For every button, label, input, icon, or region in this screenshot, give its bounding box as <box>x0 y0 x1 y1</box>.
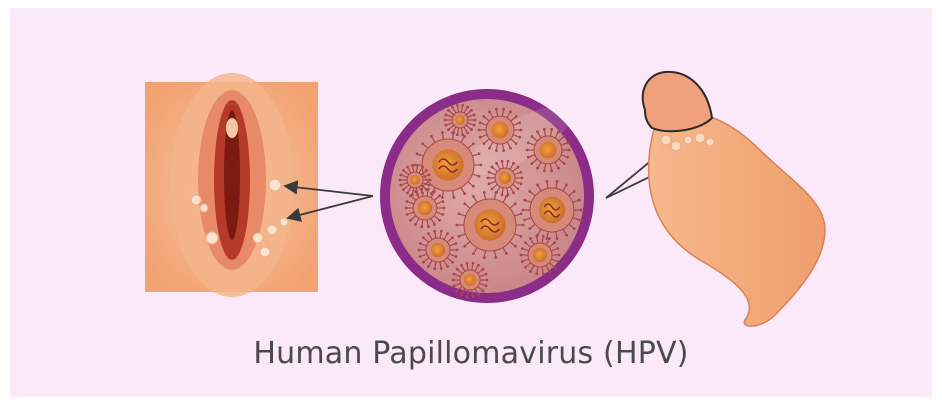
diagram-caption: Human Papillomavirus (HPV) <box>0 336 942 371</box>
virus-magnified-view <box>380 89 594 303</box>
vulva-illustration <box>145 73 318 297</box>
penis-illustration <box>643 72 825 326</box>
